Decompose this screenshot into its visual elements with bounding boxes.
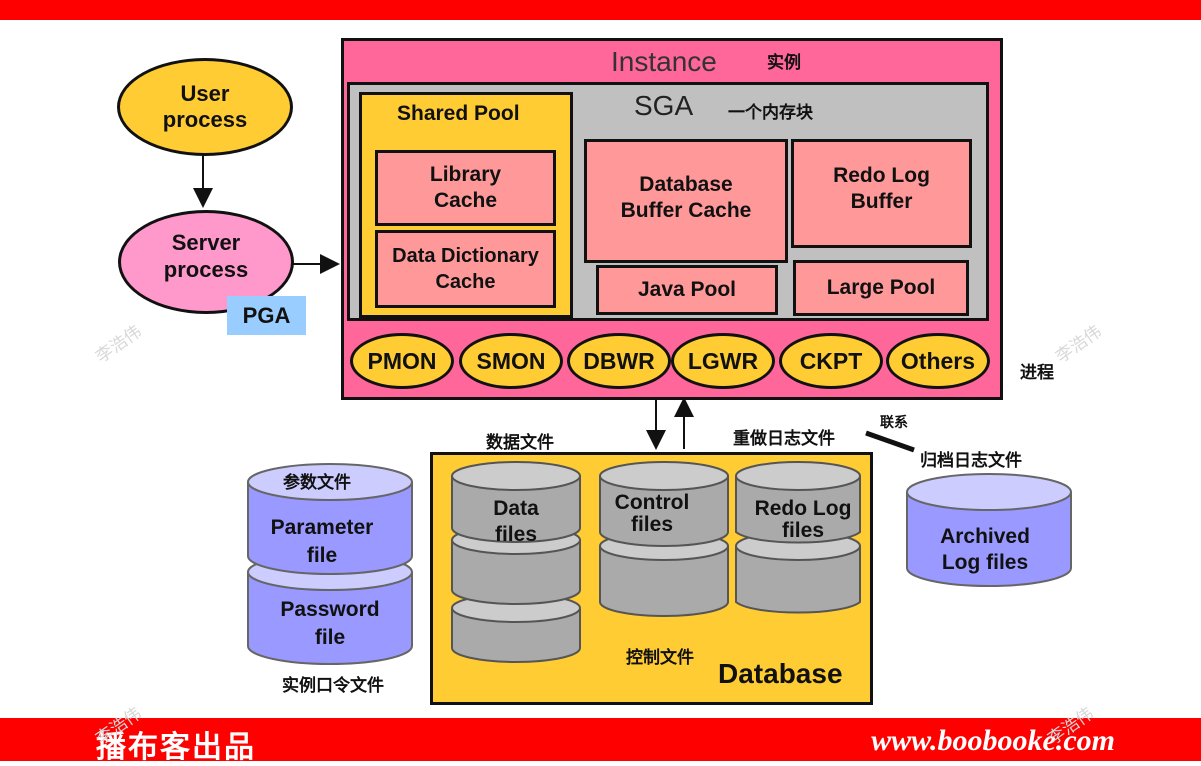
sga-title: SGA xyxy=(634,90,694,121)
data-dictionary-cache-label: Data Dictionary Cache xyxy=(392,245,539,293)
parameter-file-cylinder xyxy=(247,463,413,575)
database-cylinders xyxy=(451,461,861,663)
shared-pool-label: Shared Pool xyxy=(397,102,520,125)
db-buffer-cache-box: Database Buffer Cache xyxy=(584,139,788,263)
java-pool-label: Java Pool xyxy=(637,278,737,301)
pga-box: PGA xyxy=(227,296,306,335)
server-process-label: Server process xyxy=(163,230,249,282)
link-cn: 联系 xyxy=(880,414,908,430)
redo-log-files-cylinder xyxy=(735,461,861,614)
db-buffer-cache-label: Database Buffer Cache xyxy=(620,173,752,222)
top-banner xyxy=(0,0,1201,20)
redo-log-files-label: Redo Log files xyxy=(754,497,852,542)
bottom-banner xyxy=(0,718,1201,761)
user-process: User process xyxy=(117,58,293,156)
parameter-password-cylinders xyxy=(247,463,413,665)
control-files-cn: 控制文件 xyxy=(626,648,694,667)
password-file-label: Password file xyxy=(280,598,380,649)
process-ckpt: CKPT xyxy=(779,333,883,389)
archived-log-files-cn: 归档日志文件 xyxy=(920,451,1022,470)
data-files-cn: 数据文件 xyxy=(486,433,554,452)
redo-log-files-cn: 重做日志文件 xyxy=(733,429,835,448)
large-pool-label: Large Pool xyxy=(826,276,936,299)
password-file-cn: 实例口令文件 xyxy=(282,676,384,695)
process-dbwr: DBWR xyxy=(567,333,671,389)
instance-title: Instance xyxy=(611,46,717,77)
archived-log-files-label: Archived Log files xyxy=(940,525,1030,574)
library-cache-label: Library Cache xyxy=(429,163,502,212)
sga-title-cn: 一个内存块 xyxy=(728,103,813,122)
user-process-label: User process xyxy=(162,81,248,132)
java-pool-box: Java Pool xyxy=(596,265,778,315)
data-files-cylinder xyxy=(451,461,581,663)
link-line xyxy=(865,430,915,453)
data-dictionary-cache-box: Data Dictionary Cache xyxy=(375,230,556,308)
control-files-label: Control files xyxy=(614,491,690,536)
process-others: Others xyxy=(886,333,990,389)
redo-log-buffer-box: Redo Log Buffer xyxy=(791,139,972,248)
data-files-label: Data files xyxy=(493,497,539,546)
parameter-file-label: Parameter file xyxy=(270,516,374,567)
large-pool-box: Large Pool xyxy=(793,260,969,316)
processes-cn: 进程 xyxy=(1020,363,1054,382)
process-pmon: PMON xyxy=(350,333,454,389)
brand-logo: 播布客出品 xyxy=(96,731,256,764)
redo-log-buffer-label: Redo Log Buffer xyxy=(833,163,930,213)
database-title: Database xyxy=(718,658,843,689)
parameter-file-cn: 参数文件 xyxy=(283,473,351,492)
library-cache-box: Library Cache xyxy=(375,150,556,226)
site-url: www.boobooke.com xyxy=(871,724,1115,757)
control-files-cylinder xyxy=(599,461,729,617)
process-lgwr: LGWR xyxy=(671,333,775,389)
archived-log-cylinder xyxy=(906,473,1072,587)
process-smon: SMON xyxy=(459,333,563,389)
instance-title-cn: 实例 xyxy=(767,53,801,72)
